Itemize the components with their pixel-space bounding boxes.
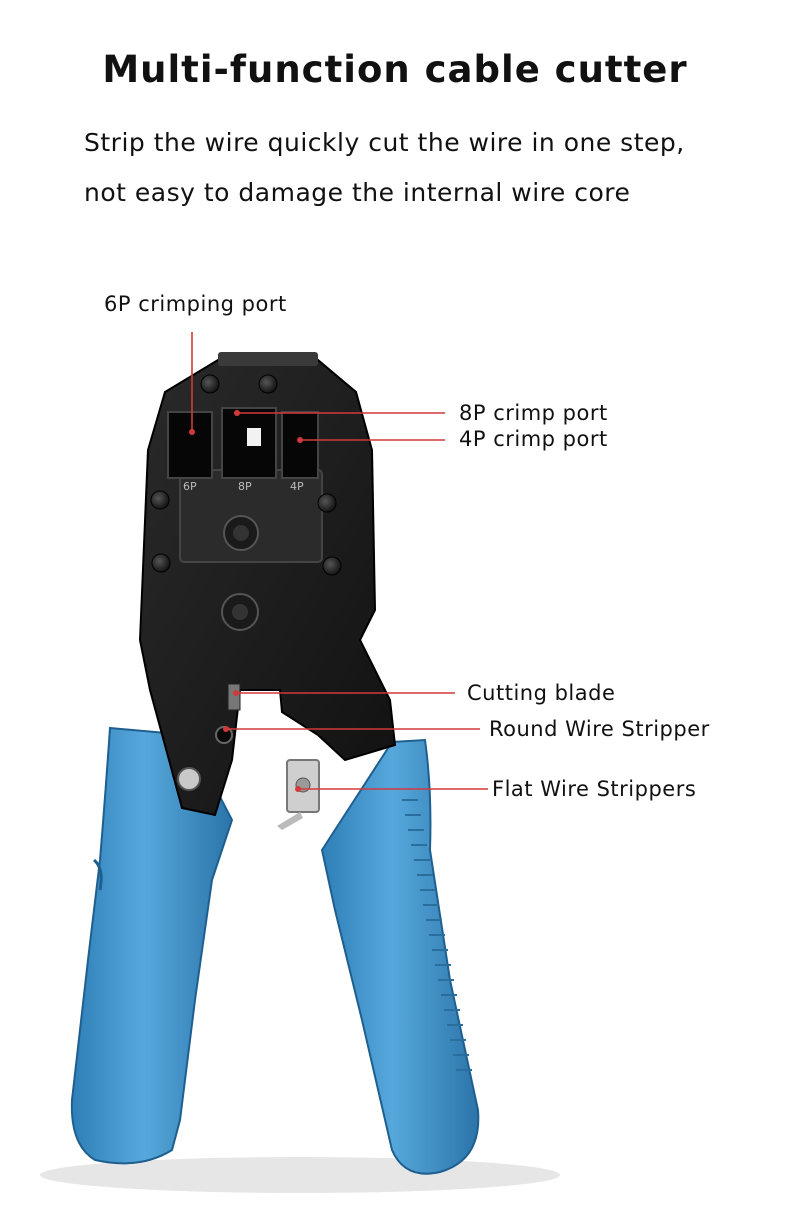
page-title: Multi-function cable cutter <box>102 48 688 91</box>
screw-mid-left <box>150 490 170 510</box>
label-6p-crimping-port: 6P crimping port <box>104 292 287 316</box>
screw-top-right <box>258 374 278 394</box>
callout-dots <box>189 410 303 792</box>
die-marking-6p: 6P <box>183 480 197 493</box>
label-4p-crimp-port: 4P crimp port <box>459 427 608 451</box>
left-handle <box>70 726 234 1165</box>
left-handle-grip-notch <box>92 858 103 891</box>
crimp-port-8p-window <box>247 428 261 446</box>
body-screws <box>150 374 342 576</box>
tool-top-cap <box>218 352 318 366</box>
die-marking-4p: 4P <box>290 480 304 493</box>
label-cutting-blade: Cutting blade <box>467 681 616 705</box>
screw-low-right <box>322 556 342 576</box>
crimp-port-4p-cavity <box>281 411 319 479</box>
pivot-bolts <box>221 515 259 631</box>
product-description: Strip the wire quickly cut the wire in o… <box>84 128 685 207</box>
right-handle-grip-ridges <box>402 799 472 1071</box>
right-handle <box>320 738 480 1175</box>
screw-mid-right <box>317 493 337 513</box>
screw-low-left <box>151 553 171 573</box>
screw-top-left <box>200 374 220 394</box>
handle-screw-left <box>177 767 201 791</box>
label-flat-wire-strippers: Flat Wire Strippers <box>492 777 697 801</box>
die-marking-8p: 8P <box>238 480 252 493</box>
flat-stripper-tab <box>277 812 303 830</box>
cutting-blade <box>227 683 241 711</box>
label-8p-crimp-port: 8P crimp port <box>459 401 608 425</box>
crimp-port-6p-cavity <box>167 411 213 479</box>
callout-lines <box>191 332 488 790</box>
label-round-wire-stripper: Round Wire Stripper <box>489 717 710 741</box>
